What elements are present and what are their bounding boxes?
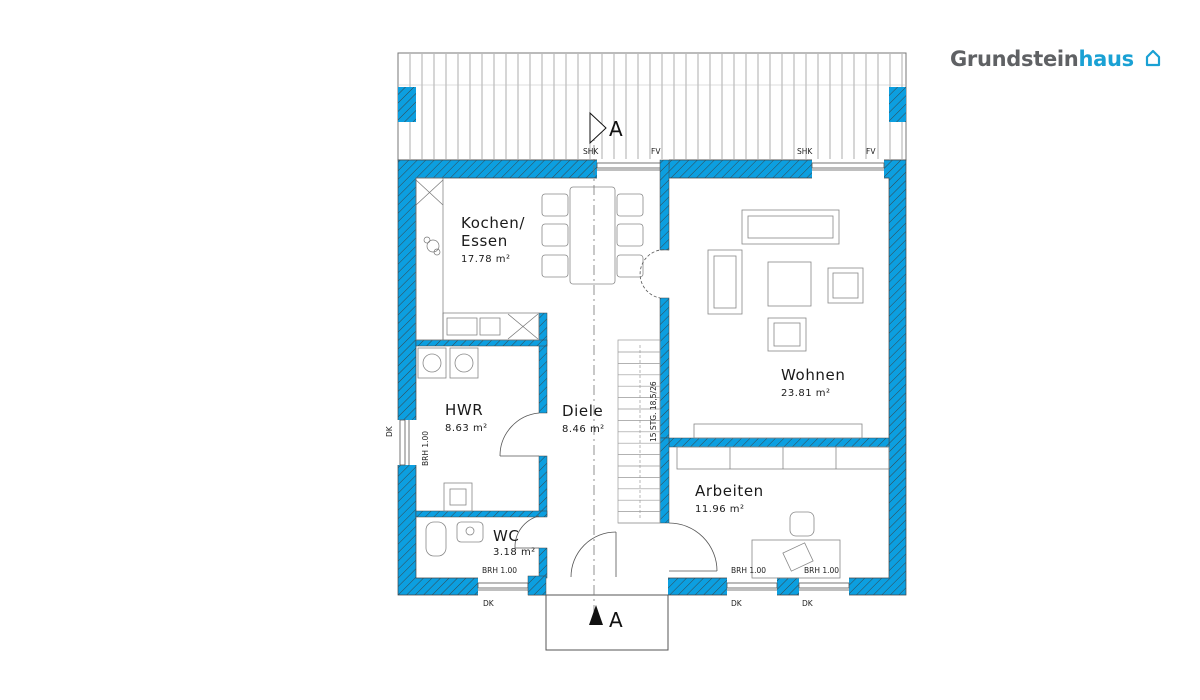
section-marker-bottom: [589, 605, 603, 625]
room-area: 17.78 m²: [461, 254, 511, 265]
room-name: Diele: [562, 402, 603, 420]
section-label-top: A: [609, 117, 623, 141]
dk-label: DK: [731, 599, 743, 608]
room-hwr: HWR 8.63 m²: [445, 401, 488, 434]
stair-label: 15 STG. 18,5/26: [649, 381, 658, 442]
shk-label: SHK: [797, 147, 813, 156]
fv-label: FV: [651, 147, 661, 156]
logo-text-part1: Grundstein: [950, 47, 1079, 71]
staircase: [617, 339, 661, 524]
room-name: Essen: [461, 232, 508, 250]
house-outline-icon: [1145, 49, 1160, 67]
dk-label: DK: [385, 425, 394, 437]
dk-label: DK: [483, 599, 495, 608]
room-name: Arbeiten: [695, 482, 764, 500]
room-name: HWR: [445, 401, 483, 419]
window-frames: [399, 162, 885, 591]
room-area: 8.46 m²: [562, 424, 605, 435]
room-name: Wohnen: [781, 366, 845, 384]
entrance-porch: [545, 594, 669, 651]
hwr-appliances: [417, 347, 479, 512]
room-area: 3.18 m²: [493, 547, 536, 558]
room-area: 8.63 m²: [445, 423, 488, 434]
brh-label: BRH 1.00: [421, 431, 430, 466]
shk-label: SHK: [583, 147, 599, 156]
doors: [499, 249, 718, 578]
dining-table: [541, 186, 644, 285]
brh-label: BRH 1.00: [731, 566, 766, 575]
brh-label: BRH 1.00: [482, 566, 517, 575]
room-wc: WC 3.18 m²: [493, 527, 536, 558]
wall-segment: [889, 87, 906, 122]
brand-logo: Grundsteinhaus: [950, 47, 1161, 71]
kitchen-counter: [415, 177, 540, 341]
room-name: WC: [493, 527, 520, 545]
openings: [397, 159, 884, 596]
terrace: [397, 52, 907, 161]
room-area: 23.81 m²: [781, 388, 831, 399]
living-furniture: [693, 209, 864, 439]
brh-label: BRH 1.00: [804, 566, 839, 575]
logo-text-part2: haus: [1078, 47, 1134, 71]
fv-label: FV: [866, 147, 876, 156]
room-diele: Diele 8.46 m²: [562, 402, 605, 435]
section-marker-top: [589, 111, 607, 145]
room-kochen: Kochen/ Essen 17.78 m²: [461, 214, 525, 265]
room-arbeiten: Arbeiten 11.96 m²: [695, 482, 764, 515]
wc-fixtures: [425, 521, 484, 557]
dk-label: DK: [802, 599, 814, 608]
office-furniture: [676, 446, 890, 579]
interior-walls: [415, 159, 890, 596]
wall-segment: [398, 87, 416, 122]
section-label-bottom: A: [609, 608, 623, 632]
room-wohnen: Wohnen 23.81 m²: [781, 366, 845, 399]
room-area: 11.96 m²: [695, 504, 745, 515]
room-name: Kochen/: [461, 214, 525, 232]
annotations: SHK FV SHK FV DK DK DK BRH 1.00 BRH 1.00…: [385, 147, 876, 608]
